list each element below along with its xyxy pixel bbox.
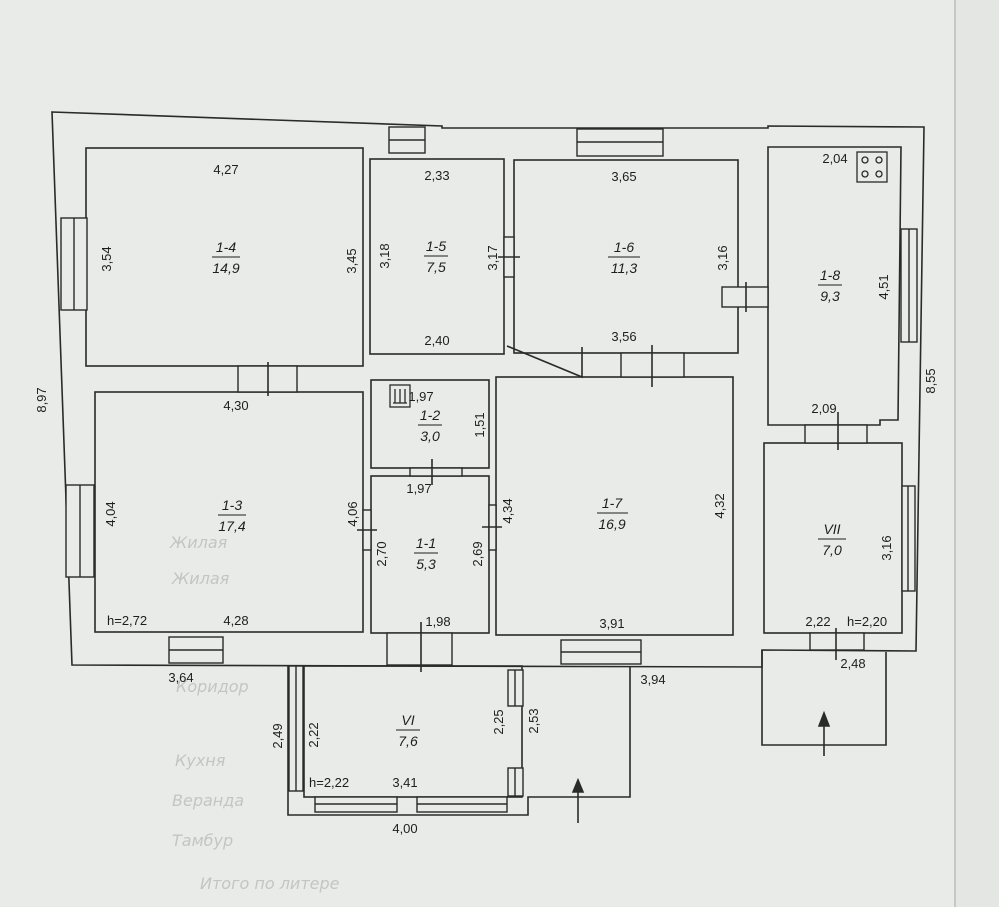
door-wedge [506, 345, 583, 379]
dim-label: 3,64 [168, 670, 193, 685]
room-area: 16,9 [598, 516, 625, 532]
dim-label: h=2,72 [107, 613, 147, 628]
dim-label: h=2,22 [309, 775, 349, 790]
bg-text: Жилая [169, 533, 228, 552]
dim-label: h=2,20 [847, 614, 887, 629]
dim-label: 8,97 [34, 387, 49, 412]
veranda-inner-wall [303, 665, 523, 798]
entry-arrow-icon [817, 710, 831, 756]
bg-text: Коридор [176, 677, 249, 696]
room-area: 5,3 [416, 556, 436, 572]
dim-label: 4,27 [213, 162, 238, 177]
dim-label: 1,97 [406, 481, 431, 496]
room-id: 1-2 [420, 407, 440, 423]
dim-label: 3,18 [377, 243, 392, 268]
window [288, 665, 304, 792]
dim-label: 2,53 [526, 708, 541, 733]
dim-label: 3,65 [611, 169, 636, 184]
bg-text: Жилая [171, 569, 230, 588]
window [388, 126, 426, 154]
door-opening [721, 286, 769, 308]
room-id: 1-6 [614, 239, 634, 255]
dim-label: 3,94 [640, 672, 665, 687]
bg-text: Тамбур [172, 831, 233, 850]
room-id: 1-5 [426, 238, 446, 254]
dim-label: 4,28 [223, 613, 248, 628]
dim-label: 2,09 [811, 401, 836, 416]
window [900, 228, 918, 343]
dim-label: 8,55 [923, 368, 938, 393]
dim-label: 4,32 [712, 493, 727, 518]
room-outline-1-8 [767, 146, 902, 426]
room-area: 3,0 [420, 428, 440, 444]
window [507, 669, 524, 707]
dim-label: 2,70 [374, 541, 389, 566]
outer-wall [51, 111, 925, 668]
dim-label: 2,22 [805, 614, 830, 629]
room-area: 9,3 [820, 288, 840, 304]
dim-label: 3,56 [611, 329, 636, 344]
dim-label: 3,17 [485, 245, 500, 270]
window [65, 484, 95, 578]
room-id: 1-1 [416, 535, 436, 551]
bg-text: Итого по литере [200, 874, 340, 893]
room-area: 7,0 [822, 542, 842, 558]
room-area: 7,6 [398, 733, 418, 749]
dim-label: 2,04 [822, 151, 847, 166]
window [60, 217, 88, 311]
dim-label: 3,41 [392, 775, 417, 790]
window [576, 128, 664, 157]
room-id: VI [401, 712, 414, 728]
dim-label: 3,45 [344, 248, 359, 273]
door-opening [809, 632, 865, 651]
dim-label: 4,04 [103, 501, 118, 526]
furnace-icon [389, 384, 411, 408]
room-area: 17,4 [218, 518, 245, 534]
dim-label: 2,69 [470, 541, 485, 566]
stove-icon [856, 151, 888, 183]
paper-sheet [0, 0, 955, 907]
window [901, 485, 916, 592]
door-opening [804, 424, 868, 444]
window [560, 639, 642, 665]
door-opening [386, 632, 453, 666]
dim-label: 4,51 [876, 274, 891, 299]
dim-label: 3,16 [879, 535, 894, 560]
room-id: 1-7 [602, 495, 623, 511]
window [507, 767, 524, 797]
dim-label: 2,33 [424, 168, 449, 183]
room-id: 1-3 [222, 497, 242, 513]
room-id: 1-8 [820, 267, 840, 283]
dim-label: 1,51 [472, 412, 487, 437]
room-area: 14,9 [212, 260, 239, 276]
dim-label: 3,54 [99, 246, 114, 271]
dim-label: 4,00 [392, 821, 417, 836]
dim-label: 1,97 [408, 389, 433, 404]
dim-label: 4,30 [223, 398, 248, 413]
dim-label: 3,16 [715, 245, 730, 270]
dim-label: 2,48 [840, 656, 865, 671]
entry-arrow-icon [571, 777, 585, 823]
dim-label: 2,49 [270, 723, 285, 748]
dim-label: 3,91 [599, 616, 624, 631]
door-opening [409, 467, 463, 477]
window [168, 636, 224, 664]
dim-label: 4,34 [500, 498, 515, 523]
room-outline-VI [287, 666, 631, 816]
room-id: VII [823, 521, 840, 537]
dim-label: 2,40 [424, 333, 449, 348]
dim-label: 1,98 [425, 614, 450, 629]
bg-text: Веранда [172, 791, 244, 810]
dim-label: 2,25 [491, 709, 506, 734]
window [314, 796, 398, 813]
bg-text: Кухня [175, 751, 226, 770]
show-through-text: Жилая Кухня Коридор Жилая Веранда Тамбур… [169, 533, 340, 893]
dim-label: 4,06 [345, 501, 360, 526]
dim-label: 2,22 [306, 722, 321, 747]
room-area: 7,5 [426, 259, 446, 275]
window [416, 796, 508, 813]
room-id: 1-4 [216, 239, 236, 255]
room-area: 11,3 [611, 260, 637, 276]
